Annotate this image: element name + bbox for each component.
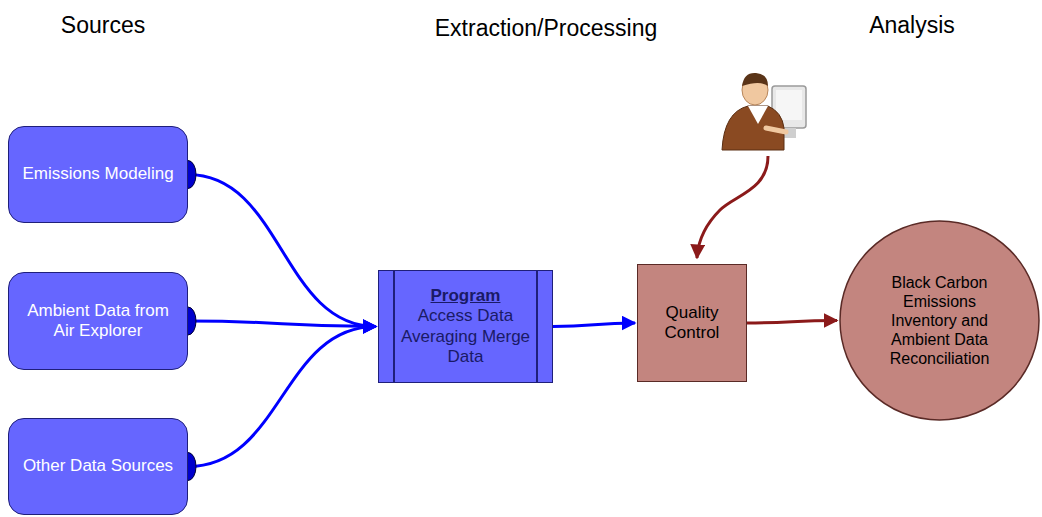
box-text: Access Data Averaging Merge Data — [397, 306, 534, 367]
process-box: Quality Control — [637, 264, 747, 382]
flow-arrow — [553, 323, 635, 327]
side-stripe — [536, 271, 538, 382]
person-hand — [766, 128, 786, 132]
box-heading: Program — [431, 286, 501, 306]
box-text: Black Carbon Emissions Inventory and Amb… — [869, 273, 1010, 369]
box-text: Emissions Modeling — [22, 164, 173, 184]
column-heading: Analysis — [869, 12, 955, 39]
box-text: Ambient Data from Air Explorer — [17, 301, 179, 342]
side-stripe — [393, 271, 395, 382]
column-heading: Extraction/Processing — [435, 15, 657, 42]
circle-shape — [840, 221, 1039, 420]
flow-arrow — [747, 321, 837, 324]
source-box: Emissions Modeling — [8, 126, 188, 223]
person-illustration — [697, 73, 806, 258]
program-box: ProgramAccess Data Averaging Merge Data — [378, 270, 553, 383]
flow-arrow — [188, 327, 376, 467]
result-circle: Black Carbon Emissions Inventory and Amb… — [839, 220, 1040, 421]
column-heading: Sources — [61, 12, 145, 39]
source-box: Other Data Sources — [8, 418, 188, 515]
box-text: Quality Control — [646, 303, 738, 344]
person-hair — [742, 73, 768, 86]
source-box: Ambient Data from Air Explorer — [8, 272, 188, 370]
flow-arrow — [188, 175, 376, 327]
shirt-collar — [748, 106, 768, 124]
flow-arrow — [188, 321, 376, 327]
box-text: Other Data Sources — [23, 456, 173, 476]
person-arrow — [697, 156, 768, 258]
